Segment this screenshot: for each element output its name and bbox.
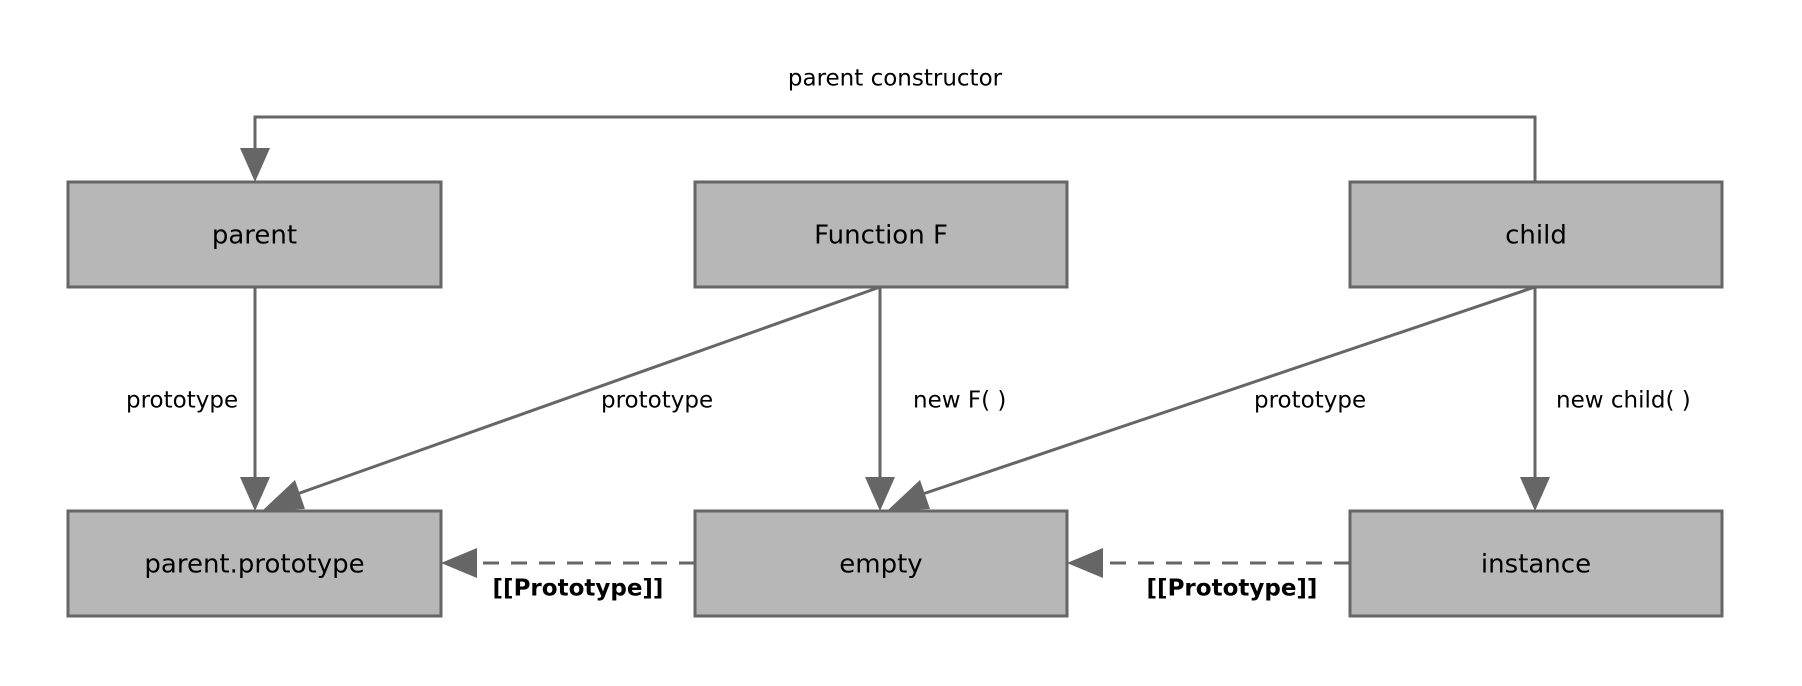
edge-function-f-to-empty-arrowhead [865,477,895,511]
node-instance-label: instance [1481,550,1591,580]
node-child-label: child [1505,221,1567,251]
edge-instance-to-empty-arrowhead [1067,548,1103,578]
edge-label-prototype-child: prototype [1254,388,1366,414]
edge-label-new-child: new child( ) [1556,388,1691,414]
edge-child-to-instance: new child( ) [1520,287,1691,511]
edge-instance-to-empty: [[Prototype]] [1067,548,1350,602]
edge-child-to-parent-line [253,115,1537,182]
edge-label-prototype-parent: prototype [126,388,238,414]
edge-function-f-to-parent-prototype-arrowhead [262,480,305,511]
node-child-box[interactable] [1348,180,1724,289]
node-function-f-box[interactable] [693,180,1069,289]
edge-child-to-empty: prototype [887,285,1536,511]
node-instance-box[interactable] [1348,509,1724,618]
node-function-f[interactable]: Function F [693,180,1069,289]
edge-label-parent-constructor: parent constructor [788,66,1003,92]
node-parent-prototype-label: parent.prototype [144,550,364,580]
edge-function-f-to-parent-prototype: prototype [262,285,881,511]
edge-parent-to-parent-prototype: prototype [126,287,270,511]
edge-label-prototype-function-f: prototype [601,388,713,414]
node-empty-label: empty [839,550,922,580]
edge-empty-to-parent-prototype-arrowhead [441,548,477,578]
node-empty[interactable]: empty [693,509,1069,618]
edge-function-f-to-parent-prototype-line [282,285,881,501]
node-parent[interactable]: parent [66,180,443,289]
edge-parent-to-parent-prototype-arrowhead [240,477,270,511]
edge-label-new-f: new F( ) [913,388,1006,414]
node-parent-box[interactable] [66,180,443,289]
node-instance[interactable]: instance [1348,509,1724,618]
node-empty-box[interactable] [693,509,1069,618]
edge-child-to-parent-arrowhead [240,148,270,182]
edge-empty-to-parent-prototype: [[Prototype]] [441,548,695,602]
node-parent-label: parent [212,221,297,251]
edge-function-f-to-empty: new F( ) [865,287,1006,511]
edge-label-prototype-internal-right: [[Prototype]] [1147,576,1318,602]
edge-child-to-empty-arrowhead [887,480,930,511]
node-parent-prototype-box[interactable] [66,509,443,618]
edge-child-to-instance-arrowhead [1520,477,1550,511]
edge-label-prototype-internal-left: [[Prototype]] [493,576,664,602]
node-parent-prototype[interactable]: parent.prototype [66,509,443,618]
edge-child-to-empty-line [907,285,1536,501]
edge-child-to-parent: parent constructor [240,66,1537,182]
node-function-f-label: Function F [814,221,948,251]
node-child[interactable]: child [1348,180,1724,289]
